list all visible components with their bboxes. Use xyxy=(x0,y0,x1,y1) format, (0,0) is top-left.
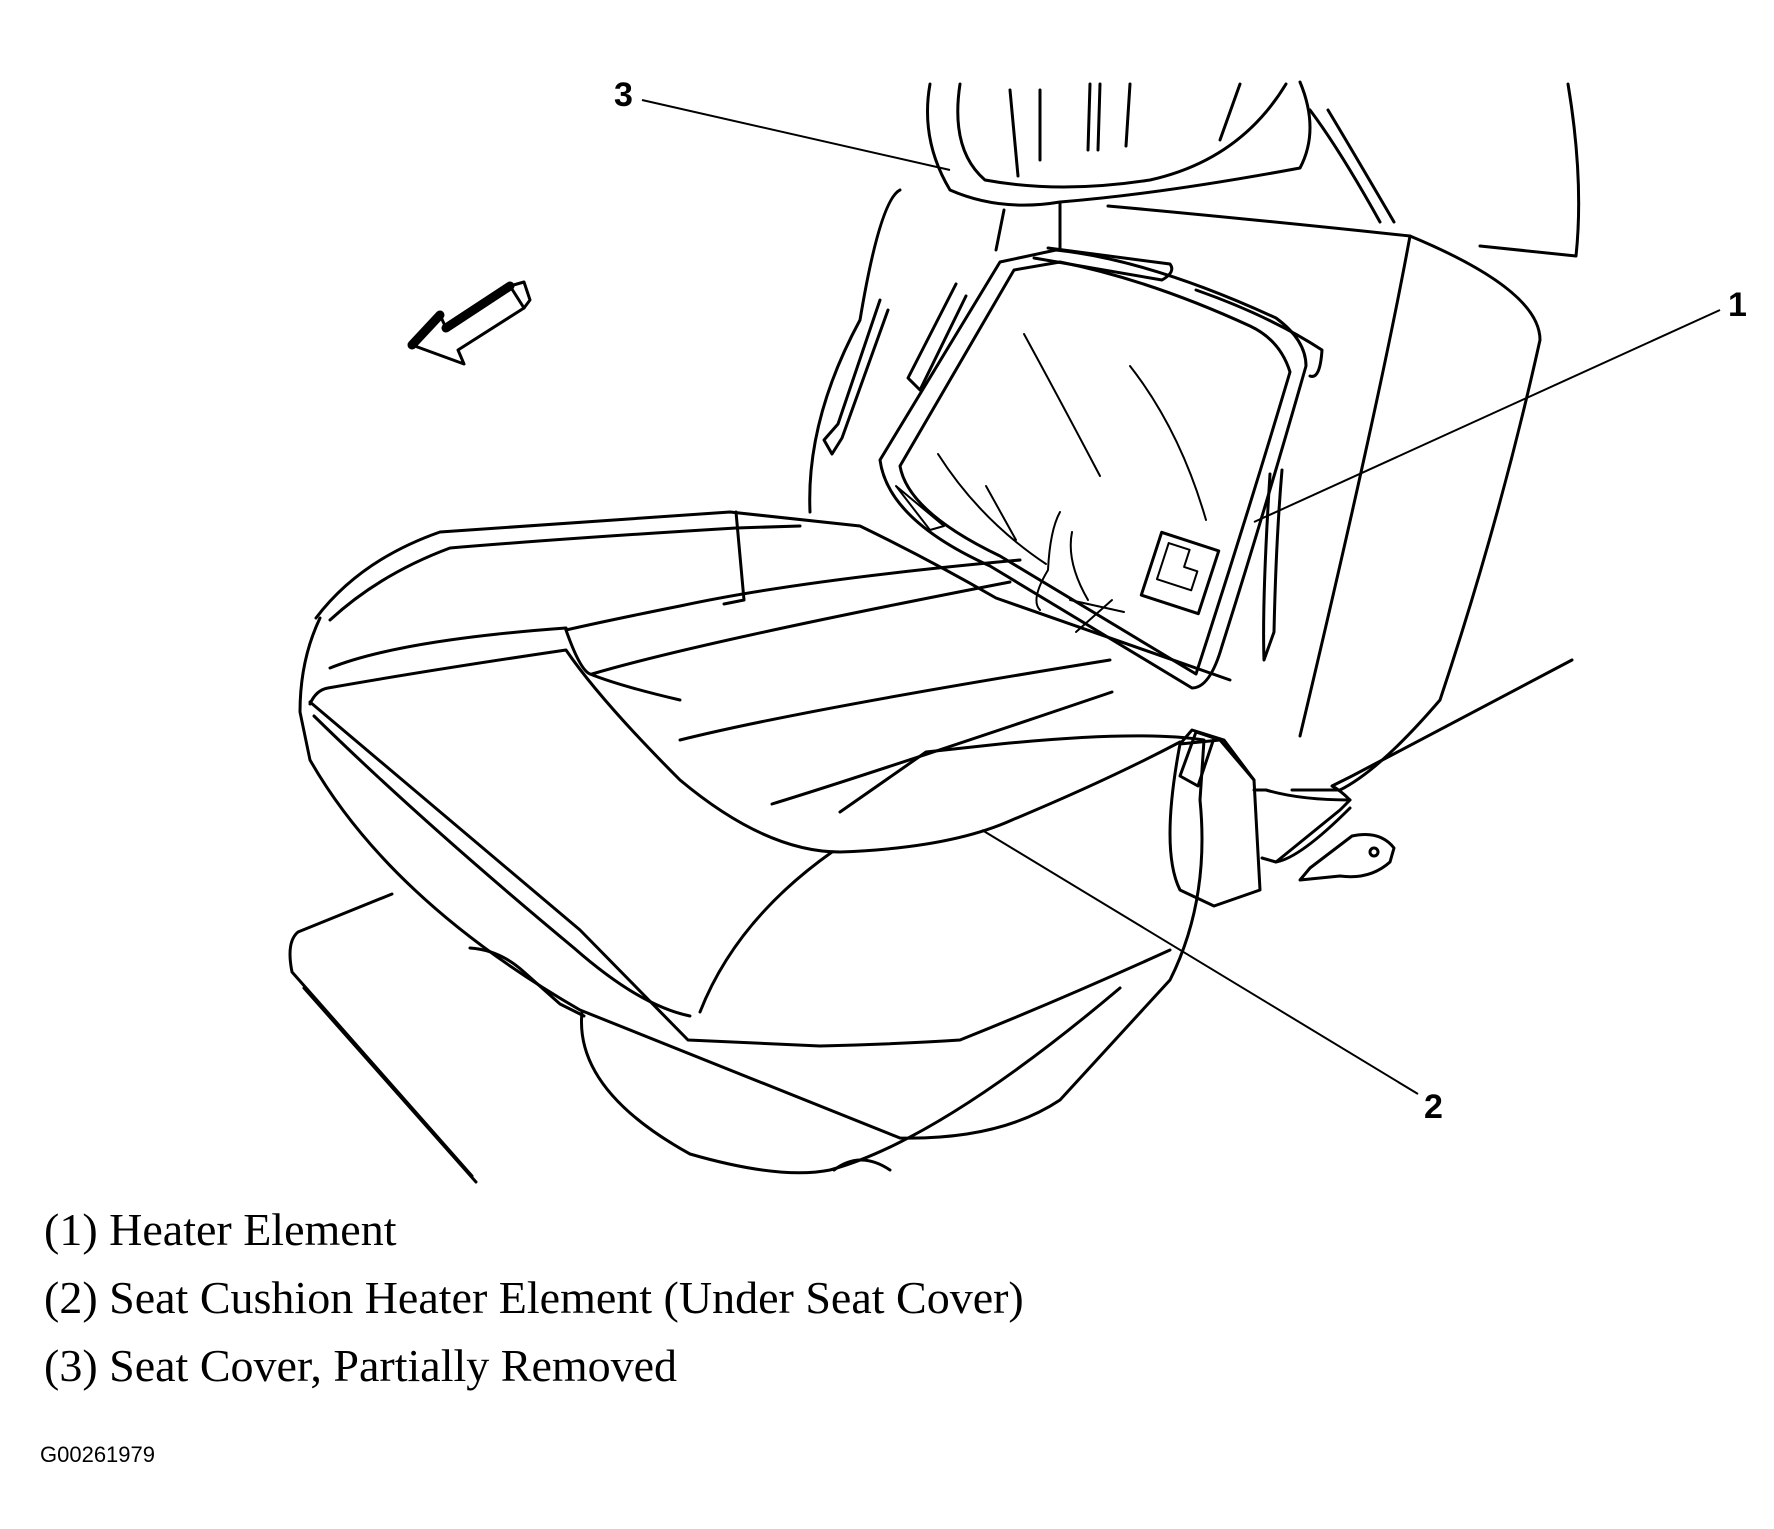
seat-track-rail xyxy=(288,892,478,1184)
leader-line-1 xyxy=(1253,309,1721,523)
seat-back xyxy=(808,80,1581,792)
forward-direction-arrow-icon xyxy=(407,280,532,366)
leader-line-2 xyxy=(981,829,1419,1095)
callout-1: 1 xyxy=(1728,286,1747,324)
legend: (1) Heater Element (2) Seat Cushion Heat… xyxy=(44,1196,1024,1400)
seat-cushion xyxy=(298,510,1232,1175)
leader-line-3 xyxy=(641,99,951,171)
legend-item-3: (3) Seat Cover, Partially Removed xyxy=(44,1340,678,1391)
callout-3: 3 xyxy=(614,76,633,114)
legend-item-1: (1) Heater Element xyxy=(44,1204,397,1255)
heater-label-plate xyxy=(1139,530,1221,616)
figure-id: G00261979 xyxy=(40,1442,155,1467)
heater-element-panel xyxy=(878,248,1308,690)
seat-side-hardware xyxy=(1168,658,1574,908)
legend-item-2: (2) Seat Cushion Heater Element (Under S… xyxy=(44,1272,1024,1323)
callout-2: 2 xyxy=(1424,1088,1443,1126)
